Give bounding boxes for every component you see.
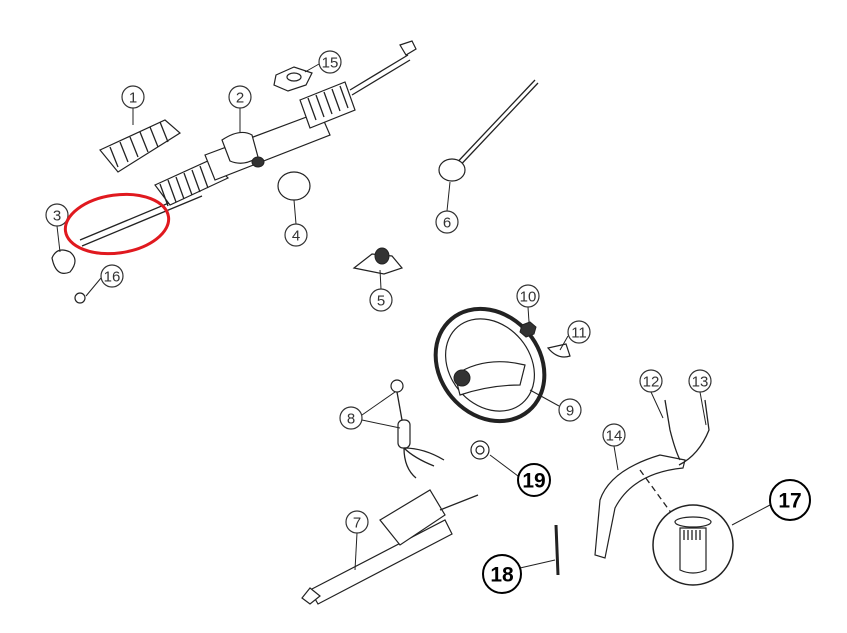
callout-circle (121, 85, 145, 109)
callout-label: 19 (522, 470, 545, 493)
callout-label: 14 (606, 428, 623, 445)
callout-label: 9 (566, 403, 574, 420)
callout-circle (100, 264, 124, 288)
callout-label: 15 (322, 55, 339, 72)
callout-16: 16 (100, 264, 124, 288)
callout-label: 8 (347, 411, 355, 428)
callout-circle (345, 510, 369, 534)
callout-label: 1 (129, 90, 137, 107)
mount-plate (277, 171, 311, 201)
lever-14 (594, 454, 686, 559)
callout-circle (228, 85, 252, 109)
cover-11 (546, 343, 571, 358)
callout-circle (435, 210, 459, 234)
callout-12: 12 (639, 369, 663, 393)
callout-circle (318, 50, 342, 74)
callout-6: 6 (435, 210, 459, 234)
rack-boot (99, 119, 182, 173)
callout-label: 6 (443, 215, 451, 232)
callout-19: 19 (517, 463, 551, 497)
callout-circle (284, 223, 308, 247)
callout-circle (482, 554, 522, 594)
bushing-17-detail (652, 504, 734, 586)
callout-9: 9 (558, 398, 582, 422)
steering-column (301, 489, 479, 605)
callout-14: 14 (602, 423, 626, 447)
callout-4: 4 (284, 223, 308, 247)
callout-label: 11 (571, 325, 587, 342)
callout-label: 5 (377, 293, 385, 310)
callout-label: 7 (353, 515, 361, 532)
steering-rack (79, 40, 417, 247)
callout-13: 13 (688, 369, 712, 393)
callout-label: 16 (104, 269, 121, 286)
callout-5: 5 (369, 288, 393, 312)
nut-16 (74, 292, 86, 304)
callout-circle (517, 463, 551, 497)
steering-wheel (433, 306, 547, 424)
callout-15: 15 (318, 50, 342, 74)
callout-7: 7 (345, 510, 369, 534)
tie-rod-end (51, 249, 76, 274)
callout-17: 17 (769, 479, 811, 521)
callout-label: 13 (692, 374, 709, 391)
callout-18: 18 (482, 554, 522, 594)
ignition-switch (390, 379, 445, 479)
callout-label: 17 (778, 490, 801, 513)
callout-circle (769, 479, 811, 521)
callout-label: 3 (53, 208, 61, 225)
callout-circle (639, 369, 663, 393)
callout-10: 10 (516, 284, 540, 308)
callout-circle (558, 398, 582, 422)
callout-1: 1 (121, 85, 145, 109)
callout-circle (45, 203, 69, 227)
callout-circle (688, 369, 712, 393)
callout-label: 4 (292, 228, 300, 245)
column-plate (438, 158, 466, 182)
callout-circle (516, 284, 540, 308)
callout-circle (339, 406, 363, 430)
callout-circle (369, 288, 393, 312)
callout-circle (602, 423, 626, 447)
callout-label: 12 (643, 374, 660, 391)
callout-circle (567, 320, 591, 344)
rack-bracket (352, 253, 404, 275)
callout-2: 2 (228, 85, 252, 109)
highlight-ellipse (63, 192, 171, 256)
callout-label: 18 (490, 564, 514, 587)
callout-3: 3 (45, 203, 69, 227)
nut-10 (519, 321, 537, 338)
callout-11: 11 (567, 320, 591, 344)
callout-8: 8 (339, 406, 363, 430)
callout-label: 2 (236, 90, 244, 107)
callout-label: 10 (520, 289, 537, 306)
